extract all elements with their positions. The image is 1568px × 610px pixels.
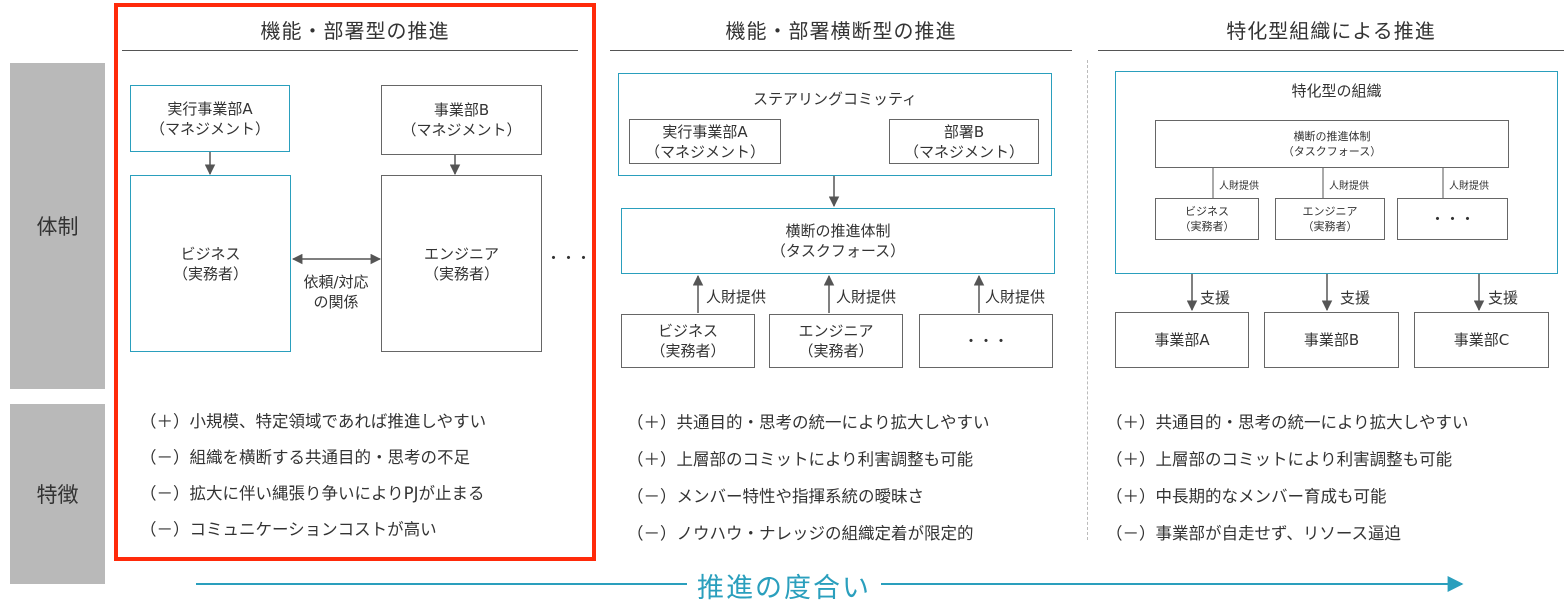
feature-item: （＋）小規模、特定領域であれば推進しやすい	[140, 412, 487, 431]
box-line: 実行事業部A	[167, 99, 253, 118]
box-steering-committee	[618, 73, 1052, 176]
axis-wrapper: 推進の度合い	[0, 566, 1568, 605]
feature-item: （＋）共通目的・思考の統一により拡大しやすい	[1106, 413, 1469, 432]
box-line: ビジネス	[180, 244, 241, 263]
title-rule	[122, 50, 578, 51]
box-engineer: エンジニア （実務者）	[381, 175, 542, 352]
row-label-structure: 体制	[10, 63, 105, 389]
box-line: （タスクフォース）	[770, 242, 906, 260]
box-steering-right: 部署B （マネジメント）	[889, 119, 1039, 164]
box-line: （マネジメント）	[644, 142, 765, 161]
box-bottom-engineer: エンジニア （実務者）	[769, 314, 903, 368]
box-line: 横断の推進体制	[1293, 130, 1371, 143]
box-line: エンジニア	[1302, 205, 1358, 218]
feature-item: （＋）共通目的・思考の統一により拡大しやすい	[627, 413, 990, 432]
box-mgmt-a: 実行事業部A （マネジメント）	[130, 85, 290, 152]
box-line: （マネジメント）	[149, 119, 270, 138]
column-title-functional: 機能・部署型の推進	[260, 19, 450, 43]
axis-label: 推進の度合い	[687, 573, 881, 604]
support-label: 支援	[1488, 289, 1519, 307]
box-steering-left: 実行事業部A （マネジメント）	[629, 119, 781, 164]
box-bottom-other: ・・・	[919, 314, 1053, 368]
feature-item: （－）メンバー特性や指揮系統の曖昧さ	[627, 487, 924, 506]
feature-item: （－）ノウハウ・ナレッジの組織定着が限定的	[627, 524, 974, 543]
box-line: 実行事業部A	[662, 122, 748, 141]
feature-item: （＋）上層部のコミットにより利害調整も可能	[1106, 450, 1453, 469]
feature-item: （－）事業部が自走せず、リソース逼迫	[1106, 524, 1402, 543]
box-line: エンジニア	[423, 244, 499, 263]
supply-label: 人財提供	[706, 288, 767, 306]
ellipsis: ・・・	[546, 249, 592, 267]
box-unit-a: 事業部A	[1115, 312, 1249, 368]
title-rule	[1098, 50, 1564, 51]
box-line: 部署B	[943, 122, 985, 141]
relation-line: 依頼/対応	[303, 273, 369, 291]
support-label: 支援	[1200, 289, 1231, 307]
box-line: 横断の推進体制	[785, 222, 891, 240]
feature-item: （－）コミュニケーションコストが高い	[140, 520, 437, 539]
box-unit-b: 事業部B	[1264, 312, 1399, 368]
box-inner-other: ・・・	[1397, 198, 1508, 240]
box-inner-business: ビジネス （実務者）	[1155, 198, 1259, 240]
supply-label: 人財提供	[1329, 181, 1369, 192]
highlight-frame	[114, 3, 596, 561]
steering-title: ステアリングコミッティ	[752, 90, 918, 108]
support-label: 支援	[1340, 289, 1371, 307]
title-rule	[610, 50, 1072, 51]
box-specialized-org	[1115, 71, 1558, 274]
box-line: （タスクフォース）	[1282, 145, 1382, 158]
box-line: ・・・	[963, 332, 1009, 350]
box-line: （実務者）	[798, 342, 874, 360]
box-org-taskforce: 横断の推進体制 （タスクフォース）	[1155, 120, 1509, 168]
feature-item: （－）組織を横断する共通目的・思考の不足	[140, 448, 470, 467]
column-title-specialized: 特化型組織による推進	[1226, 19, 1436, 43]
column-separator	[1087, 60, 1088, 540]
box-bottom-business: ビジネス （実務者）	[621, 314, 755, 368]
feature-item: （－）拡大に伴い縄張り争いによりPJが止まる	[140, 484, 485, 503]
box-line: （実務者）	[1179, 220, 1235, 233]
box-line: エンジニア	[798, 322, 874, 340]
row-label-features: 特徴	[10, 404, 105, 584]
box-line: （マネジメント）	[401, 121, 522, 139]
relation-line: の関係	[313, 293, 359, 311]
org-title: 特化型の組織	[1291, 82, 1382, 100]
supply-label: 人財提供	[836, 288, 897, 306]
box-mgmt-b: 事業部B （マネジメント）	[381, 85, 542, 155]
box-line: （実務者）	[423, 264, 499, 283]
box-line: 事業部B	[433, 101, 490, 119]
box-line: （実務者）	[650, 342, 726, 360]
box-taskforce: 横断の推進体制 （タスクフォース）	[621, 208, 1055, 274]
box-unit-c: 事業部C	[1414, 312, 1549, 368]
box-line: ビジネス	[657, 322, 718, 340]
box-business: ビジネス （実務者）	[130, 175, 291, 352]
supply-label: 人財提供	[1449, 181, 1489, 192]
supply-label: 人財提供	[985, 288, 1046, 306]
feature-item: （＋）上層部のコミットにより利害調整も可能	[627, 450, 974, 469]
column-title-cross-functional: 機能・部署横断型の推進	[725, 19, 957, 43]
supply-label: 人財提供	[1219, 181, 1259, 192]
box-line: ・・・	[1429, 210, 1475, 228]
feature-item: （＋）中長期的なメンバー育成も可能	[1106, 487, 1387, 506]
box-line: ビジネス	[1185, 205, 1229, 218]
box-inner-engineer: エンジニア （実務者）	[1275, 198, 1385, 240]
box-line: （実務者）	[1302, 220, 1358, 233]
relation-label: 依頼/対応 の関係	[288, 268, 384, 316]
box-line: （マネジメント）	[903, 142, 1024, 161]
box-line: （実務者）	[172, 264, 248, 283]
